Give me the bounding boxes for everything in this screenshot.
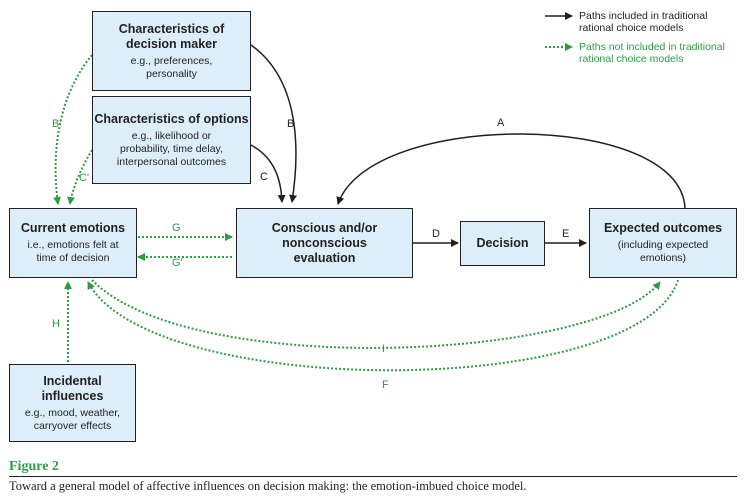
- path-label-a: A: [497, 117, 505, 129]
- incidental-title: Incidental influences: [41, 373, 104, 403]
- evaluation-title: Conscious and/or nonconscious evaluation: [271, 220, 378, 265]
- path-label-c: C: [260, 171, 268, 183]
- path-f-arrow: [87, 279, 679, 372]
- path-i-arrow: [91, 279, 661, 349]
- path-b-arrow: [250, 44, 298, 203]
- figure-title: Figure 2: [9, 459, 59, 474]
- path-label-g: G: [172, 222, 181, 234]
- decision-maker-sub: e.g., preferences, personality: [130, 54, 213, 80]
- path-label-d: D: [432, 228, 440, 240]
- path-label-i: I: [382, 343, 386, 355]
- options-title: Characteristics of options: [94, 111, 249, 126]
- figure-caption: Toward a general model of affective infl…: [9, 479, 527, 493]
- incidental-sub: e.g., mood, weather, carryover effects: [24, 406, 121, 432]
- decision-maker-title: Characteristics of decision maker: [118, 21, 225, 51]
- expected-outcomes-box: Expected outcomes (including expected em…: [589, 208, 737, 278]
- incidental-box: Incidental influences e.g., mood, weathe…: [9, 364, 136, 442]
- current-emotions-title: Current emotions: [20, 221, 126, 235]
- expected-outcomes-sub: (including expected emotions): [617, 239, 709, 264]
- caption-divider: [9, 476, 737, 477]
- decision-title: Decision: [476, 236, 529, 250]
- path-a-arrow: [336, 133, 686, 209]
- options-box: Characteristics of options e.g., likelih…: [92, 96, 251, 184]
- legend-solid-label: Paths included in traditional rational c…: [579, 10, 708, 34]
- path-c-prime-arrow: [67, 149, 93, 205]
- path-b-prime-arrow: [53, 54, 93, 205]
- path-c-arrow: [250, 144, 286, 203]
- path-label-g-prime: G': [172, 257, 183, 269]
- decision-box: Decision: [460, 221, 545, 266]
- options-sub: e.g., likelihood or probability, time de…: [116, 129, 227, 168]
- path-label-c-prime: C': [79, 172, 90, 184]
- path-label-b-prime: B': [52, 118, 62, 130]
- evaluation-box: Conscious and/or nonconscious evaluation: [236, 208, 413, 278]
- current-emotions-box: Current emotions i.e., emotions felt at …: [9, 208, 137, 278]
- path-label-h: H: [52, 318, 60, 330]
- current-emotions-sub: i.e., emotions felt at time of decision: [27, 239, 119, 264]
- path-label-f: F: [382, 379, 389, 391]
- legend-dotted-label: Paths not included in traditional ration…: [579, 41, 725, 65]
- path-label-e: E: [562, 228, 570, 240]
- expected-outcomes-title: Expected outcomes: [603, 221, 723, 235]
- path-label-b: B: [287, 118, 295, 130]
- decision-maker-box: Characteristics of decision maker e.g., …: [92, 11, 251, 91]
